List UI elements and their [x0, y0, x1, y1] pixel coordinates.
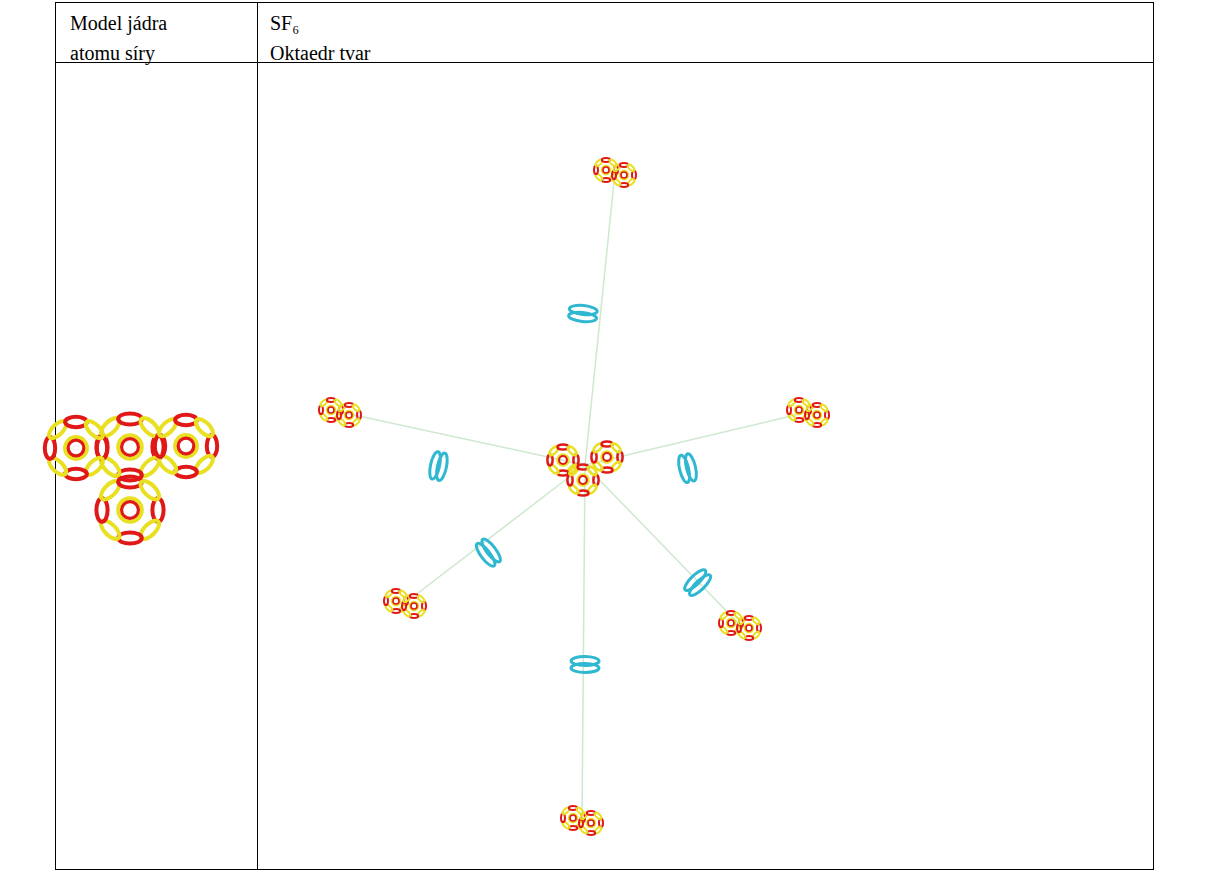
sf6-molecule — [319, 158, 829, 835]
table-border — [56, 3, 1154, 870]
nucleon-ring — [137, 478, 162, 503]
nucleon-ring — [752, 617, 761, 626]
nucleon-ring — [410, 602, 418, 610]
electron-ring-pair — [682, 567, 713, 598]
nucleon-ring — [346, 412, 352, 418]
nucleon-ring — [155, 435, 165, 457]
nucleon-ring — [97, 437, 107, 459]
nucleon-ring — [118, 476, 142, 487]
electron-ring-pair — [428, 451, 450, 482]
electron-ring — [568, 311, 597, 323]
nucleon-ring — [586, 465, 597, 476]
table-cell-text: Oktaedr tvar — [270, 38, 570, 68]
nucleon-ring — [65, 437, 87, 459]
nucleon-ring — [569, 814, 577, 822]
nucleon-ring — [175, 415, 197, 425]
nucleon-ring — [122, 502, 139, 519]
nucleon-ring — [621, 172, 627, 178]
nucleon-ring — [152, 498, 163, 522]
nucleon-ring — [96, 498, 107, 522]
electron-ring — [676, 454, 691, 483]
nucleon-ring — [728, 620, 734, 626]
electron-ring-pair — [474, 537, 504, 569]
nucleon-ring — [327, 406, 335, 414]
nucleon-ring — [603, 453, 611, 461]
bond-line — [585, 412, 808, 465]
nucleon-ring — [610, 442, 621, 453]
nucleon-ring — [627, 164, 636, 173]
electron-ring-pair — [676, 453, 698, 484]
nucleon-ring — [813, 411, 821, 419]
nucleon-ring — [328, 407, 334, 413]
nucleon-ring — [118, 532, 142, 543]
sulfur-nucleus — [45, 413, 217, 543]
nucleon-ring — [796, 407, 802, 413]
nucleon-ring — [118, 498, 142, 522]
nucleon-ring — [65, 417, 87, 427]
nucleon-ring — [814, 412, 820, 418]
electron-ring-pair — [568, 304, 597, 323]
nucleon-ring — [745, 624, 753, 632]
table-cell-text: Model jádra atomu síry — [70, 8, 220, 68]
electron-ring — [435, 452, 450, 481]
bond-line — [405, 465, 585, 603]
nucleon-ring — [746, 625, 752, 631]
nucleon-ring — [587, 819, 595, 827]
nucleon-ring — [559, 456, 567, 464]
nucleon-ring — [68, 440, 84, 456]
bond-line — [340, 412, 585, 465]
nucleon-ring — [118, 435, 142, 459]
bond-line — [582, 465, 585, 820]
nucleon-ring — [393, 598, 399, 604]
nucleon-ring — [620, 171, 628, 179]
nucleon-ring — [727, 619, 735, 627]
nucleon-ring — [602, 452, 613, 463]
nucleon-ring — [45, 437, 55, 459]
nucleon-ring — [352, 404, 361, 413]
nucleon-ring — [411, 603, 417, 609]
table-cell-text: SF₆ — [270, 8, 570, 38]
nucleon-ring — [578, 475, 589, 486]
nucleon-ring — [175, 435, 197, 457]
nucleon-ring — [207, 435, 217, 457]
nucleon-ring — [570, 815, 576, 821]
nucleon-ring — [594, 812, 603, 821]
nucleon-ring — [558, 455, 569, 466]
nucleon-ring — [178, 438, 194, 454]
bond-line — [585, 465, 740, 625]
nucleon-ring — [118, 413, 142, 424]
electron-ring — [682, 567, 708, 593]
nucleon-ring — [588, 820, 594, 826]
nucleon-ring — [579, 476, 587, 484]
nucleon-ring — [392, 597, 400, 605]
nucleon-ring — [602, 166, 610, 174]
electron-ring-pair — [571, 656, 599, 672]
bond-line — [585, 172, 615, 465]
nucleon-ring — [566, 445, 577, 456]
nucleon-ring — [345, 411, 353, 419]
nucleon-ring — [417, 595, 426, 604]
nucleon-ring — [122, 439, 139, 456]
table-grid — [55, 2, 1154, 870]
nucleon-ring — [795, 406, 803, 414]
table-rule — [257, 2, 258, 870]
nucleon-ring — [175, 467, 197, 477]
nucleon-ring — [65, 469, 87, 479]
nucleon-ring — [193, 416, 216, 439]
electron-ring — [571, 656, 599, 665]
table-rule — [55, 62, 1153, 63]
nucleon-ring — [820, 404, 829, 413]
electron-ring — [479, 537, 503, 565]
nucleon-ring — [83, 418, 106, 441]
nucleon-ring — [603, 167, 609, 173]
